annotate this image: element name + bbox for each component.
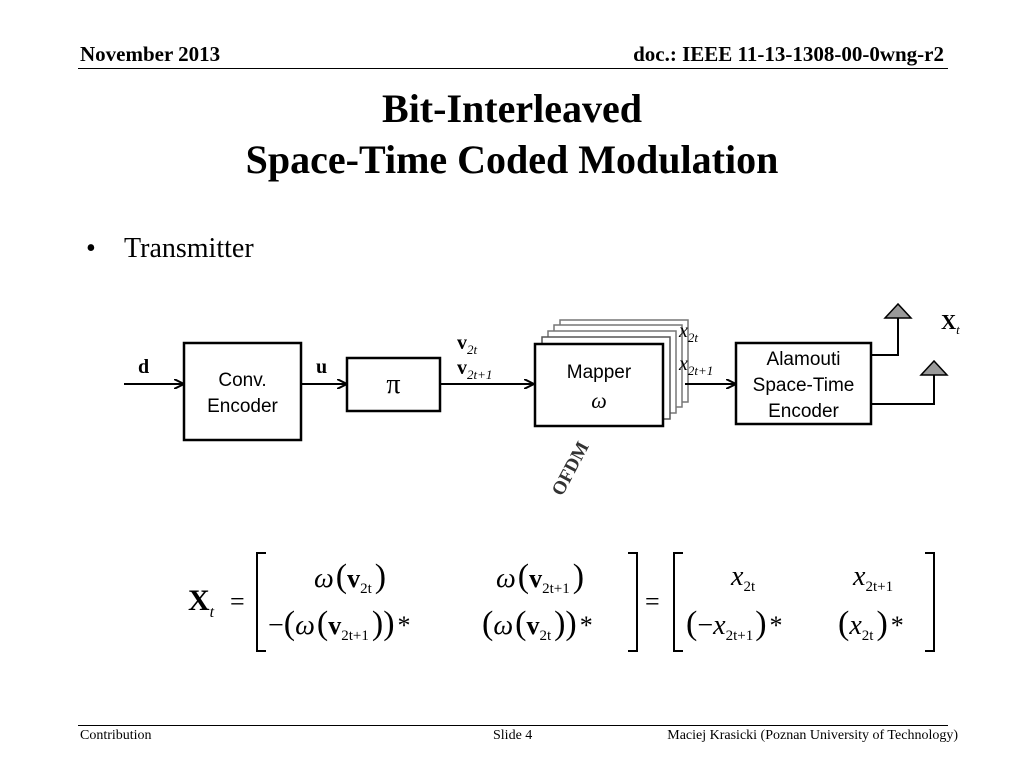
slide-title: Bit-Interleaved Space-Time Coded Modulat… [0, 83, 1024, 185]
bullet-item: • Transmitter [86, 233, 254, 265]
output-label-xt: Xt [941, 310, 960, 337]
ofdm-label: OFDM [548, 438, 594, 499]
matrix-b-22: (x2t)* [838, 605, 904, 644]
mapper-omega-symbol: ω [591, 388, 607, 413]
left-matrix-bracket-open [256, 552, 266, 652]
alamouti-equation: Xt = ω(v2t) ω(v2t+1) −(ω(v2t+1))* (ω(v2t… [188, 552, 935, 652]
label-v-2t1: v2t+1 [457, 357, 492, 382]
title-line-1: Bit-Interleaved [382, 86, 642, 131]
alamouti-label-1: Alamouti [767, 349, 841, 370]
transmitter-diagram: d Conv. Encoder u π v2t v2t+1 Mapper ω O… [124, 302, 960, 499]
right-matrix-bracket-close [925, 552, 935, 652]
label-x-2t: x2t [678, 320, 698, 345]
mapper-label: Mapper [567, 362, 632, 383]
matrix-a-11: ω(v2t) [314, 558, 386, 597]
encoded-label-u: u [316, 356, 327, 378]
mapper-block [533, 342, 665, 428]
interleaver-pi-symbol: π [386, 369, 400, 400]
right-matrix-bracket-open [673, 552, 683, 652]
footer-rule [78, 725, 948, 726]
input-label-d: d [138, 356, 149, 378]
matrix-a-12: ω(v2t+1) [496, 558, 584, 597]
footer-author: Maciej Krasicki (Poznan University of Te… [667, 728, 958, 743]
equation-lhs: Xt [188, 584, 215, 621]
footer-left: Contribution [80, 728, 152, 743]
interleaver-block [345, 356, 442, 413]
alamouti-encoder-block [734, 341, 873, 426]
matrix-b-11: x2t [730, 561, 756, 595]
header-doc-id: doc.: IEEE 11-13-1308-00-0wng-r2 [633, 42, 944, 66]
equation-equals-1: = [230, 587, 245, 616]
conv-encoder-label-1: Conv. [218, 370, 266, 391]
matrix-a-21: −(ω(v2t+1))* [268, 605, 411, 644]
footer-slide-number: Slide 4 [493, 728, 533, 743]
matrix-b-21: (−x2t+1)* [686, 605, 783, 644]
bullet-marker: • [86, 233, 96, 264]
header-date: November 2013 [80, 42, 221, 66]
conv-encoder-label-2: Encoder [207, 396, 278, 417]
antenna-2 [872, 359, 949, 405]
antenna-1 [872, 302, 913, 356]
matrix-a-22: (ω(v2t))* [482, 605, 593, 644]
matrix-b-12: x2t+1 [852, 561, 893, 595]
title-line-2: Space-Time Coded Modulation [245, 137, 779, 182]
alamouti-label-2: Space-Time [753, 375, 855, 396]
label-x-2t1: x2t+1 [678, 353, 713, 378]
conv-encoder-block [182, 341, 303, 442]
header-rule [78, 68, 948, 69]
equation-equals-2: = [645, 587, 660, 616]
left-matrix-bracket-close [628, 552, 638, 652]
label-v-2t: v2t [457, 332, 478, 357]
alamouti-label-3: Encoder [768, 401, 839, 422]
bullet-text: Transmitter [124, 233, 254, 264]
